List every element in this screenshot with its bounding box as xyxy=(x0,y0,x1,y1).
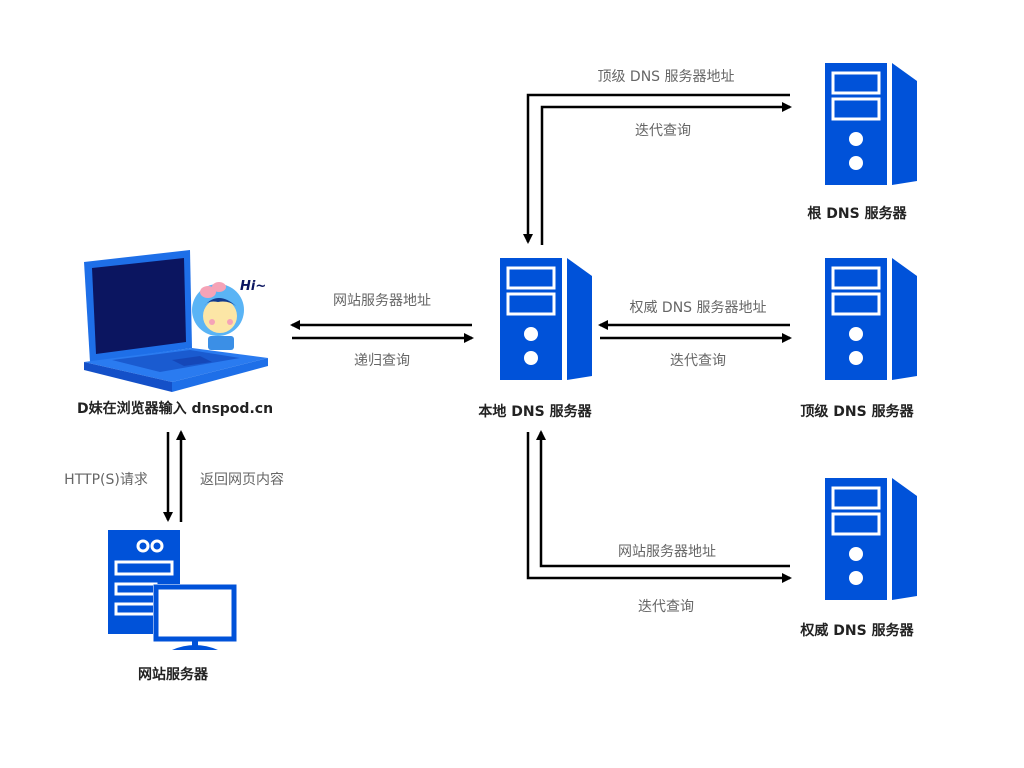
node-label-local-dns: 本地 DNS 服务器 xyxy=(478,404,592,420)
edge-label-local-tld-top: 权威 DNS 服务器地址 xyxy=(629,300,767,316)
web-server-icon xyxy=(108,530,237,650)
local-dns-server-icon xyxy=(500,258,592,380)
node-label-root-dns: 根 DNS 服务器 xyxy=(807,206,907,222)
edge-label-local-auth-bottom: 迭代查询 xyxy=(638,599,694,615)
arrow-auth-to-local xyxy=(536,430,790,568)
edge-label-local-tld-bottom: 迭代查询 xyxy=(670,353,726,369)
laptop-icon xyxy=(84,250,268,392)
edge-label-local-auth-top: 网站服务器地址 xyxy=(618,544,716,560)
edge-label-client-local-top: 网站服务器地址 xyxy=(333,293,431,309)
tld-dns-server-icon xyxy=(825,258,917,380)
mascot-greeting: Hi~ xyxy=(240,279,266,294)
node-label-auth-dns: 权威 DNS 服务器 xyxy=(800,623,914,639)
node-label-web-server: 网站服务器 xyxy=(138,667,208,683)
root-dns-server-icon xyxy=(825,63,917,185)
arrow-local-to-root xyxy=(540,102,792,245)
edge-label-client-web-right: 返回网页内容 xyxy=(200,472,284,488)
node-label-tld-dns: 顶级 DNS 服务器 xyxy=(800,404,914,420)
auth-dns-server-icon xyxy=(825,478,917,600)
mascot-icon: Hi~ xyxy=(192,279,266,350)
edge-label-local-root-bottom: 迭代查询 xyxy=(635,123,691,139)
node-label-client: D妹在浏览器输入 dnspod.cn xyxy=(76,401,274,417)
edge-label-local-root-top: 顶级 DNS 服务器地址 xyxy=(597,69,735,85)
edge-label-client-local-bottom: 递归查询 xyxy=(354,353,410,369)
arrows xyxy=(163,93,792,583)
arrow-local-to-auth xyxy=(526,432,792,583)
arrow-root-to-local xyxy=(523,93,790,244)
edge-label-client-web-left: HTTP(S)请求 xyxy=(64,472,148,488)
